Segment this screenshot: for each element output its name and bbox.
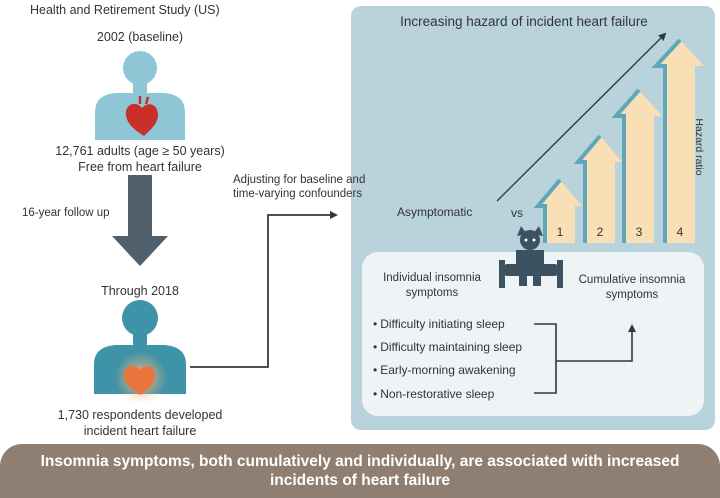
asymptomatic-label: Asymptomatic: [397, 205, 473, 219]
damaged-heart-icon: [123, 365, 155, 395]
hazard-bar-edge: [533, 178, 562, 243]
baseline-label: 2002 (baseline): [96, 30, 184, 44]
hazard-bar-label: 4: [677, 225, 684, 239]
symptom-item: Non-restorative sleep: [373, 387, 494, 401]
outcome-line1: 1,730 respondents developed: [57, 408, 223, 422]
conclusion-banner: Insomnia symptoms, both cumulatively and…: [0, 444, 720, 498]
hazard-bar-edge: [611, 88, 641, 243]
individual-line2: symptoms: [405, 287, 459, 299]
connector-arrow: [190, 211, 338, 368]
outcome-line2: incident heart failure: [83, 424, 197, 438]
symptom-item: Difficulty maintaining sleep: [373, 340, 522, 354]
hazard-bar-label: 2: [597, 225, 604, 239]
conclusion-line1: Insomnia symptoms, both cumulatively and…: [40, 453, 680, 470]
hazard-bar-2: [578, 136, 622, 243]
insomnia-person-icon: [499, 226, 563, 288]
conclusion-line2: incidents of heart failure: [269, 472, 450, 489]
symptom-item: Early-morning awakening: [373, 363, 515, 377]
hazard-ratio-label: Hazard ratio: [693, 118, 705, 176]
study-title: Health and Retirement Study (US): [30, 3, 220, 17]
hazard-bars: 1 2 3 4: [533, 38, 704, 243]
vs-label: vs: [511, 206, 523, 220]
hazard-bar-label: 3: [636, 225, 643, 239]
symptom-bracket: [534, 324, 632, 394]
followup-arrow: [112, 175, 168, 266]
cohort-line2: Free from heart failure: [78, 160, 202, 174]
adjust-line1: Adjusting for baseline and: [233, 174, 366, 186]
cumulative-line2: symptoms: [605, 289, 659, 301]
end-label: Through 2018: [101, 284, 179, 298]
hazard-bar-edge: [651, 38, 682, 243]
panel-title: Increasing hazard of incident heart fail…: [400, 14, 648, 29]
hazard-bar-3: [616, 90, 662, 243]
followup-label: 16-year follow up: [22, 207, 110, 219]
adjust-line2: time-varying confounders: [233, 188, 363, 200]
hazard-bar-4: [656, 40, 704, 243]
hazard-bar-edge: [573, 134, 602, 243]
trend-arrow: [496, 32, 667, 202]
hazard-bar-label: 1: [557, 225, 564, 239]
heart-icon: [125, 96, 158, 136]
outcome-person-icon: [94, 300, 186, 404]
symptom-item: Difficulty initiating sleep: [373, 317, 505, 331]
cohort-line1: 12,761 adults (age ≥ 50 years): [55, 144, 225, 158]
cumulative-line1: Cumulative insomnia: [578, 274, 686, 286]
individual-line1: Individual insomnia: [383, 272, 481, 284]
